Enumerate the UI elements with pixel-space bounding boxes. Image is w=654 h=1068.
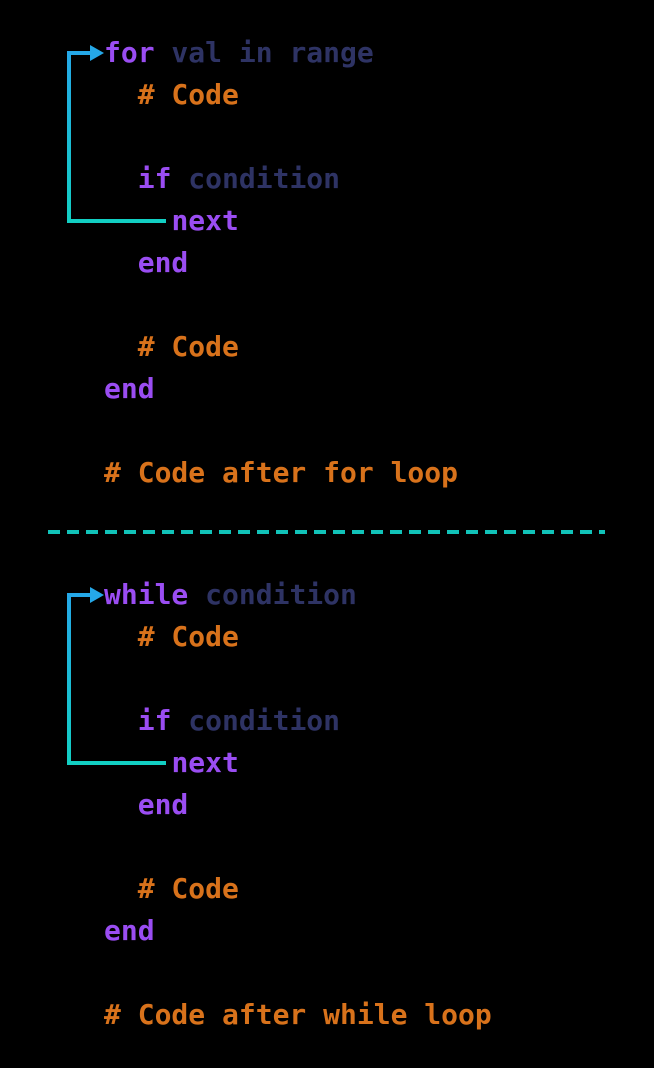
arrow-bottom-segment — [67, 761, 166, 765]
token-comment: # Code after for loop — [104, 456, 459, 489]
token-keyword: end — [137, 246, 189, 279]
code-line: end — [104, 784, 492, 826]
arrow-vertical-line — [67, 593, 71, 765]
token-plain: condition — [171, 704, 341, 737]
code-line: end — [104, 910, 492, 952]
code-line: # Code — [104, 616, 492, 658]
token-comment: # Code — [104, 78, 239, 111]
token-plain — [104, 162, 138, 195]
token-keyword: end — [104, 372, 155, 405]
token-keyword: for — [104, 36, 155, 69]
token-comment: # Code — [104, 330, 239, 363]
while-loop-code-block: while condition # Code if condition next… — [104, 574, 492, 1036]
token-keyword: next — [171, 746, 239, 779]
token-keyword: end — [104, 914, 155, 947]
code-line: end — [104, 368, 458, 410]
code-line: # Code after while loop — [104, 994, 492, 1036]
token-keyword: while — [104, 578, 189, 611]
token-plain: val in range — [154, 36, 374, 69]
code-line: for val in range — [104, 32, 458, 74]
token-plain — [104, 746, 171, 779]
token-keyword: end — [137, 788, 189, 821]
code-line — [104, 410, 458, 452]
token-comment: # Code — [104, 872, 239, 905]
code-line — [104, 658, 492, 700]
token-keyword: if — [137, 162, 172, 195]
code-line: # Code after for loop — [104, 452, 458, 494]
token-plain: condition — [188, 578, 357, 611]
code-line: if condition — [104, 158, 458, 200]
token-keyword: if — [137, 704, 172, 737]
token-plain — [104, 788, 138, 821]
arrow-right-icon — [90, 45, 104, 61]
code-line — [104, 284, 458, 326]
code-line: # Code — [104, 74, 458, 116]
arrow-top-segment — [67, 51, 90, 55]
code-line — [104, 826, 492, 868]
code-line: end — [104, 242, 458, 284]
token-plain — [104, 204, 171, 237]
arrow-bottom-segment — [67, 219, 166, 223]
code-line: # Code — [104, 868, 492, 910]
code-line: next — [104, 742, 492, 784]
section-separator — [48, 530, 605, 534]
arrow-top-segment — [67, 593, 90, 597]
code-line — [104, 116, 458, 158]
token-comment: # Code after while loop — [104, 998, 492, 1031]
for-loop-code-block: for val in range # Code if condition nex… — [104, 32, 458, 494]
code-line: while condition — [104, 574, 492, 616]
token-plain — [104, 704, 138, 737]
token-plain: condition — [171, 162, 341, 195]
arrow-right-icon — [90, 587, 104, 603]
code-line: next — [104, 200, 458, 242]
token-comment: # Code — [104, 620, 239, 653]
token-plain — [104, 246, 138, 279]
code-line: # Code — [104, 326, 458, 368]
code-line — [104, 952, 492, 994]
code-line: if condition — [104, 700, 492, 742]
arrow-vertical-line — [67, 51, 71, 223]
token-keyword: next — [171, 204, 239, 237]
